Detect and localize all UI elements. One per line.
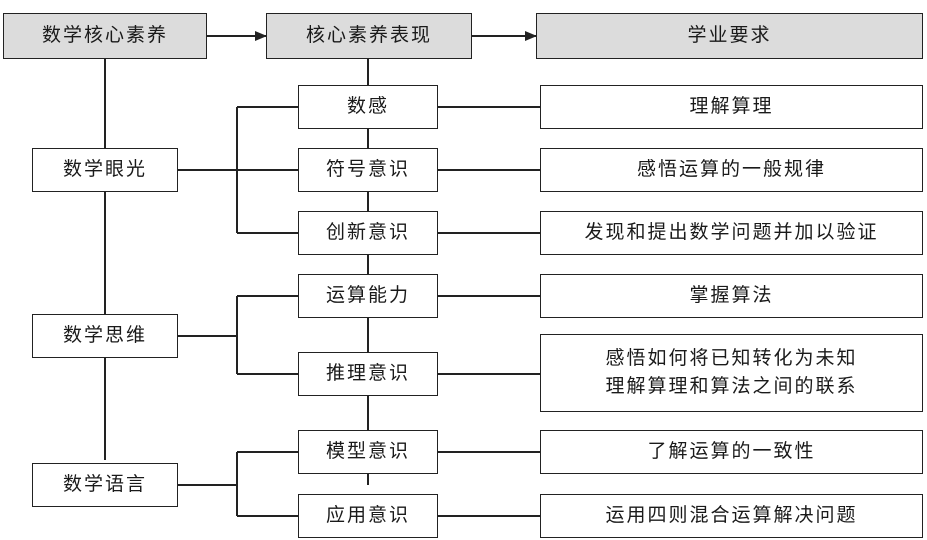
core-node-math-vision: 数学眼光 <box>32 148 178 192</box>
manifest-node-reasoning-awareness: 推理意识 <box>298 352 438 396</box>
requirement-node-4: 掌握算法 <box>540 274 923 318</box>
manifest-node-computation-ability: 运算能力 <box>298 274 438 318</box>
header-academic-requirement: 学业要求 <box>536 13 923 59</box>
manifest-node-symbol-awareness: 符号意识 <box>298 148 438 192</box>
requirement-node-3: 发现和提出数学问题并加以验证 <box>540 211 923 255</box>
header-core-literacy: 数学核心素养 <box>3 13 207 59</box>
requirement-node-7: 运用四则混合运算解决问题 <box>540 494 923 538</box>
manifest-node-model-awareness: 模型意识 <box>298 430 438 474</box>
header-manifestation: 核心素养表现 <box>266 13 472 59</box>
requirement-node-2: 感悟运算的一般规律 <box>540 148 923 192</box>
requirement-node-1: 理解算理 <box>540 85 923 129</box>
requirement-node-5: 感悟如何将已知转化为未知 理解算理和算法之间的联系 <box>540 334 923 412</box>
core-node-math-language: 数学语言 <box>32 463 178 507</box>
manifest-node-innovation-awareness: 创新意识 <box>298 211 438 255</box>
manifest-node-number-sense: 数感 <box>298 85 438 129</box>
requirement-node-6: 了解运算的一致性 <box>540 430 923 474</box>
manifest-node-application-awareness: 应用意识 <box>298 494 438 538</box>
core-node-math-thinking: 数学思维 <box>32 314 178 358</box>
